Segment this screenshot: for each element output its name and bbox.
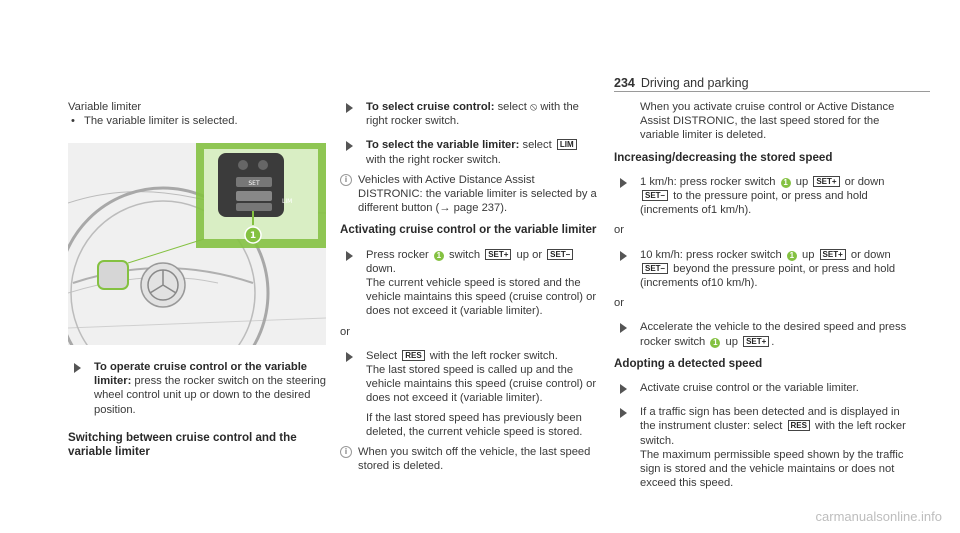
arrow-icon xyxy=(620,384,627,395)
set-down-key-icon: SET– xyxy=(642,262,669,274)
set-up-key-icon: SET+ xyxy=(813,175,840,187)
heading-increasing: Increasing/decreasing the stored speed xyxy=(614,150,833,164)
arrow-icon xyxy=(346,103,353,113)
column-1-lower: To operate cruise control or the variabl… xyxy=(68,360,326,464)
cruise-symbol-icon: ⦸ xyxy=(529,101,538,113)
page-header: 234 Driving and parking xyxy=(614,76,749,90)
page-number: 234 xyxy=(614,76,635,90)
step-accelerate: Accelerate the vehicle to the desired sp… xyxy=(614,320,914,348)
page-title: Driving and parking xyxy=(640,76,749,90)
heading-adopting: Adopting a detected speed xyxy=(614,356,763,370)
paragraph-variable-limiter: Variable limiter xyxy=(68,101,142,113)
steering-wheel-figure: SET LIM 1 xyxy=(68,143,326,345)
heading-switching: Switching between cruise control and the… xyxy=(68,430,297,459)
lim-key-icon: LIM xyxy=(556,139,577,151)
watermark: carmanualsonline.info xyxy=(815,509,942,524)
column-2: To select cruise control: select ⦸ with … xyxy=(340,100,600,479)
figure-set-label: SET xyxy=(248,180,260,187)
step-select-res: Select RES with the left rocker switch. … xyxy=(340,349,600,439)
arrow-icon xyxy=(74,363,81,373)
step-operate-cruise: To operate cruise control or the variabl… xyxy=(68,360,326,417)
column-1: Variable limiter •The variable limiter i… xyxy=(68,100,326,130)
step-select-cruise: To select cruise control: select ⦸ with … xyxy=(340,100,600,128)
note-distronic: i Vehicles with Active Distance Assist D… xyxy=(340,173,600,216)
arrow-icon xyxy=(620,250,627,261)
arrow-icon xyxy=(346,351,353,362)
step-press-rocker: Press rocker 1 switch SET+ up or SET– do… xyxy=(340,248,600,319)
column-3: When you activate cruise control or Acti… xyxy=(614,100,914,496)
info-icon: i xyxy=(340,446,352,459)
set-up-key-icon: SET+ xyxy=(819,248,846,260)
arrow-icon xyxy=(620,177,627,188)
step-1kmh: 1 km/h: press rocker switch 1 up SET+ or… xyxy=(614,175,914,218)
bullet-item: •The variable limiter is selected. xyxy=(71,115,238,128)
callout-1-icon: 1 xyxy=(433,250,444,261)
heading-activating: Activating cruise control or the variabl… xyxy=(340,223,597,237)
info-icon: i xyxy=(340,173,352,186)
set-down-key-icon: SET– xyxy=(642,190,669,202)
set-down-key-icon: SET– xyxy=(547,248,574,260)
callout-1-icon: 1 xyxy=(710,337,721,348)
header-rule xyxy=(614,91,930,92)
arrow-icon xyxy=(346,250,353,261)
or-label: or xyxy=(340,325,350,338)
res-key-icon: RES xyxy=(402,349,425,361)
set-up-key-icon: SET+ xyxy=(743,335,770,347)
step-select-limiter: To select the variable limiter: select L… xyxy=(340,138,600,166)
arrow-icon xyxy=(346,141,353,152)
figure-lim-label: LIM xyxy=(282,198,292,205)
or-label: or xyxy=(614,297,624,310)
paragraph-distronic-delete: When you activate cruise control or Acti… xyxy=(640,101,895,142)
step-activate: Activate cruise control or the variable … xyxy=(614,381,914,395)
step-traffic-sign: If a traffic sign has been detected and … xyxy=(614,405,914,490)
callout-1-icon: 1 xyxy=(786,250,797,261)
res-key-icon: RES xyxy=(787,420,810,432)
set-up-key-icon: SET+ xyxy=(485,248,512,260)
arrow-icon xyxy=(620,323,627,334)
arrow-icon xyxy=(620,408,627,419)
step-10kmh: 10 km/h: press rocker switch 1 up SET+ o… xyxy=(614,248,914,291)
or-label: or xyxy=(614,224,624,237)
callout-1-icon: 1 xyxy=(780,177,791,188)
note-switch-off: i When you switch off the vehicle, the l… xyxy=(340,445,600,473)
bullet-dot-icon: • xyxy=(71,115,75,128)
figure-callout-1: 1 xyxy=(250,231,256,241)
steering-wheel-illustration: SET LIM 1 xyxy=(68,143,326,345)
